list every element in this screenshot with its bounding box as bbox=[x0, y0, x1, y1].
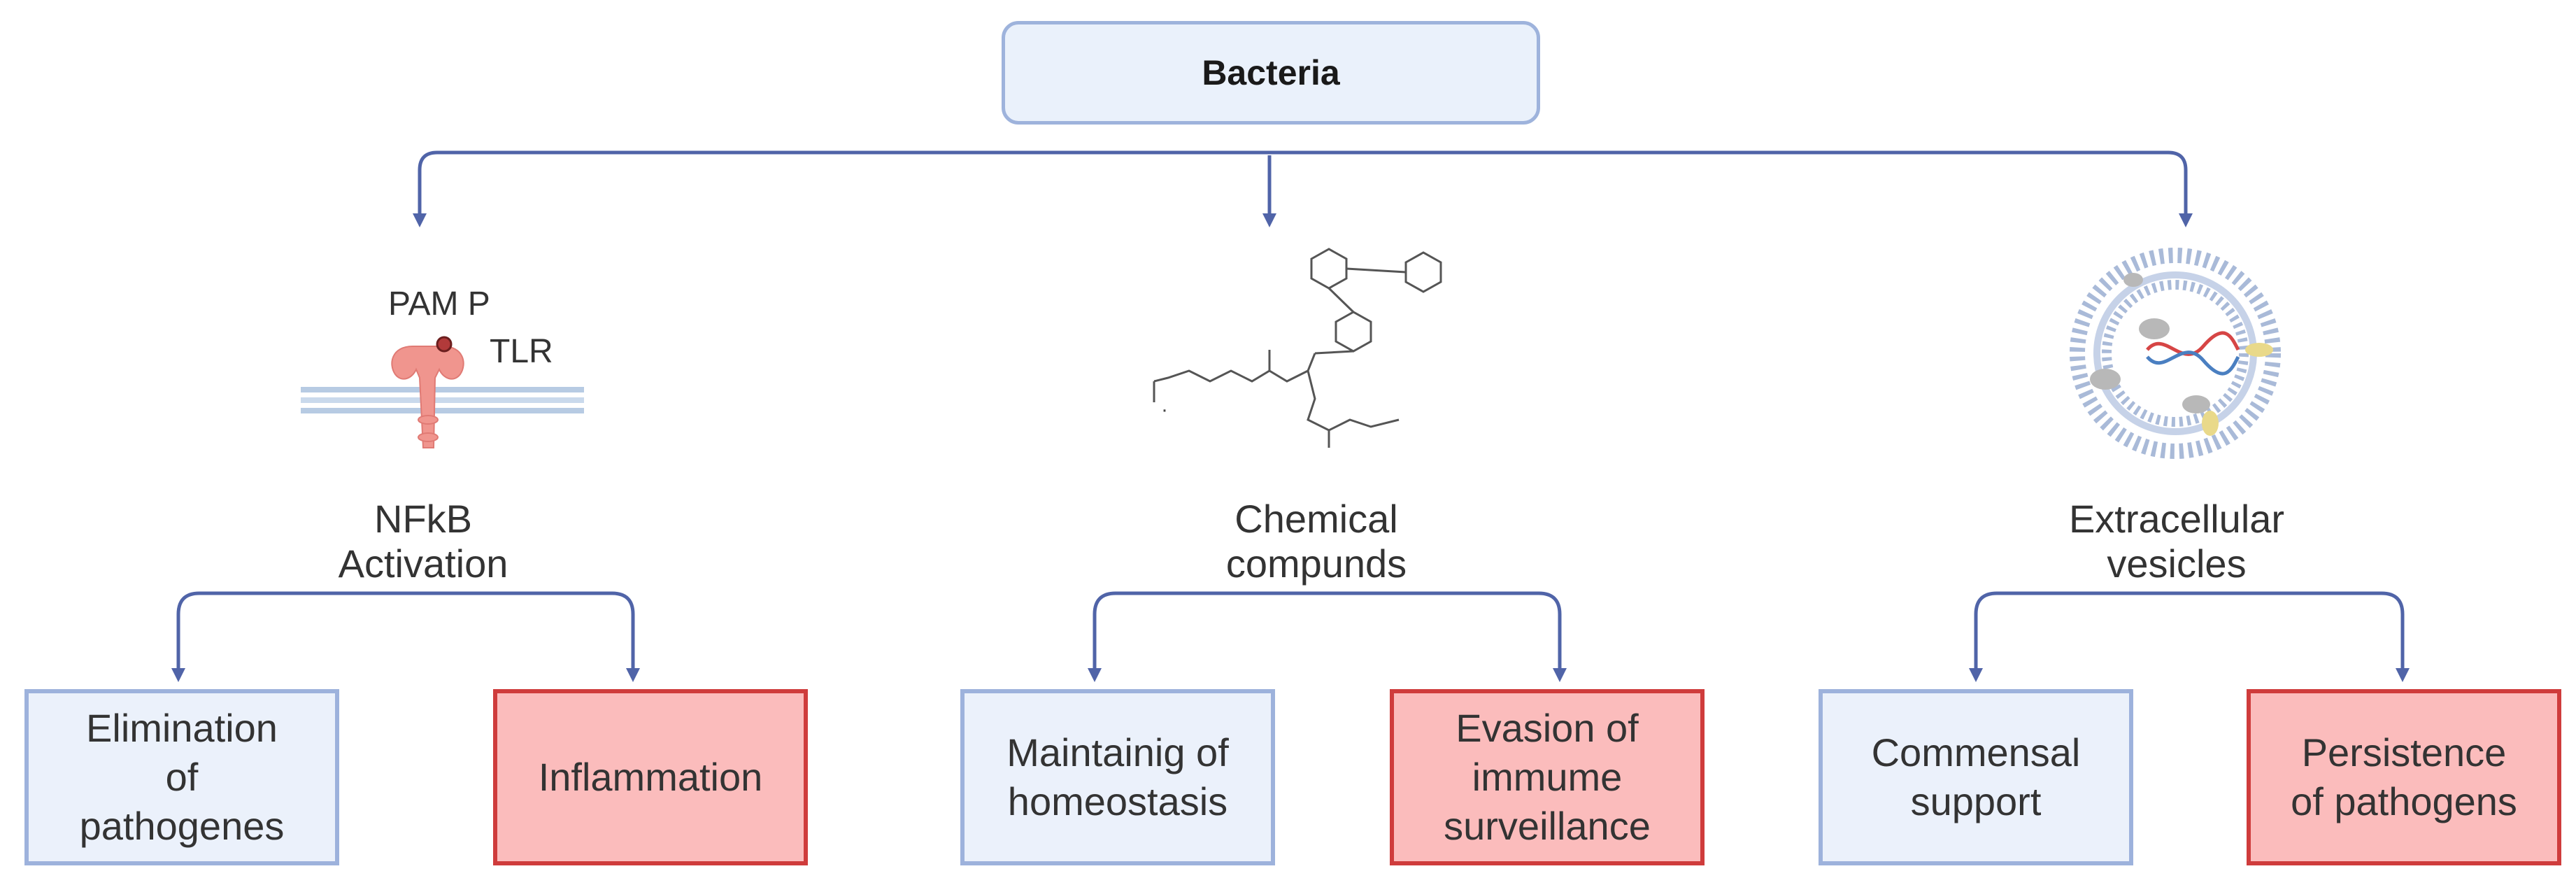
branch-label-line: Extracellular bbox=[2068, 497, 2285, 541]
outcome-elimination-of-pathogenes: Elimination of pathogenes bbox=[24, 689, 339, 865]
outcome-text-line: homeostasis bbox=[1007, 779, 1228, 823]
root-connector-right bbox=[1269, 150, 2193, 227]
branch-label-nfkb: NFkB Activation bbox=[213, 497, 633, 586]
branch2-connector-right bbox=[1311, 591, 1567, 682]
tlr-receptor-icon bbox=[391, 346, 464, 448]
branch-label-vesicles: Extracellular vesicles bbox=[1967, 497, 2386, 586]
outcome-text-line: Maintainig of bbox=[1006, 730, 1229, 774]
root-label: Bacteria bbox=[1202, 53, 1340, 92]
root-node-bacteria: Bacteria bbox=[1002, 21, 1540, 125]
branch-label-line: NFkB bbox=[374, 497, 472, 541]
branch-label-line: compunds bbox=[1225, 541, 1407, 586]
branch3-connector-right bbox=[2179, 591, 2410, 682]
outcome-text-line: of pathogens bbox=[2291, 779, 2517, 823]
branch-label-line: Activation bbox=[338, 541, 508, 586]
root-connector-left bbox=[413, 150, 1269, 227]
branch2-connector-left bbox=[1088, 591, 1311, 682]
outcome-text-line: Persistence bbox=[2301, 730, 2507, 774]
outcome-text-line: support bbox=[1910, 779, 2042, 823]
outcome-persistence-of-pathogens: Persistence of pathogens bbox=[2247, 689, 2561, 865]
outcome-maintaining-homeostasis: Maintainig of homeostasis bbox=[960, 689, 1275, 865]
branch-label-line: vesicles bbox=[2107, 541, 2247, 586]
extracellular-vesicle-illustration bbox=[2070, 248, 2281, 459]
branch1-connector-left bbox=[171, 591, 427, 682]
pamp-label: PAM P bbox=[388, 285, 490, 323]
outcome-text-line: surveillance bbox=[1444, 804, 1651, 848]
outcome-text-line: Inflammation bbox=[538, 755, 763, 799]
outcome-text-line: Commensal bbox=[1871, 730, 2081, 774]
outcome-text-line: pathogenes bbox=[79, 804, 285, 848]
chemical-structure-illustration: · bbox=[1153, 248, 1442, 448]
svg-text:·: · bbox=[1161, 398, 1168, 421]
outcome-commensal-support: Commensal support bbox=[1819, 689, 2133, 865]
branch3-connector-left bbox=[1969, 591, 2179, 682]
cell-membrane bbox=[301, 387, 584, 413]
outcome-text-line: Elimination bbox=[86, 706, 278, 750]
pamp-tlr-membrane-illustration: PAM P TLR bbox=[301, 285, 584, 448]
branch-label-line: Chemical bbox=[1234, 497, 1398, 541]
outcome-text-line: Evasion of bbox=[1456, 706, 1639, 750]
outcome-inflammation: Inflammation bbox=[493, 689, 808, 865]
outcome-evasion-of-immune-surveillance: Evasion of immume surveillance bbox=[1390, 689, 1705, 865]
branch-label-chemical: Chemical compunds bbox=[1106, 497, 1526, 586]
tlr-label: TLR bbox=[490, 333, 553, 370]
outcome-text-line: immume bbox=[1472, 755, 1623, 799]
pamp-molecule-icon bbox=[436, 336, 453, 353]
branch1-connector-right bbox=[427, 591, 640, 682]
outcome-text-line: of bbox=[165, 755, 199, 799]
